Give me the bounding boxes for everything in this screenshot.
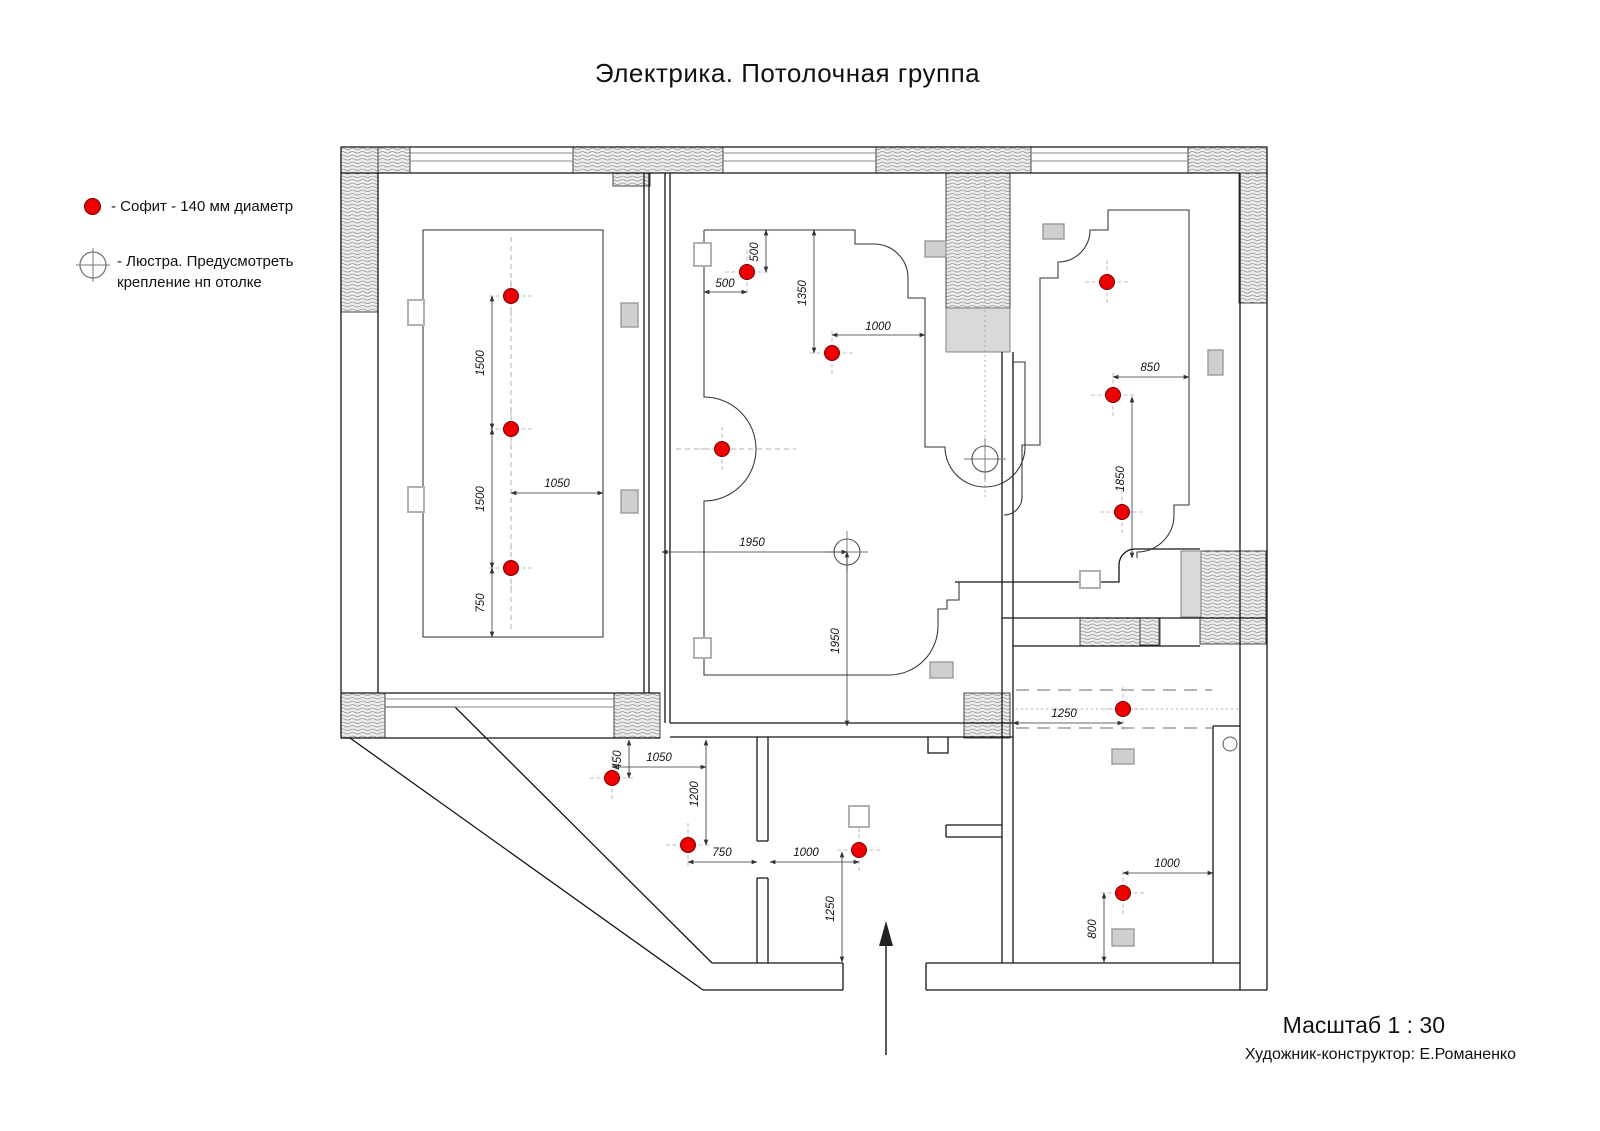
dimension: 500 — [749, 229, 769, 273]
dimension-label: 850 — [1140, 362, 1160, 374]
dimension-label: 1000 — [1154, 858, 1180, 870]
spotlight — [489, 274, 533, 318]
dimension-label: 1500 — [475, 350, 487, 376]
dimension: 1200 — [689, 739, 709, 846]
dimension-label: 1050 — [544, 478, 570, 490]
dimension: 850 — [1112, 362, 1190, 380]
dimension: 1050 — [510, 478, 604, 496]
dimension: 1000 — [831, 321, 926, 338]
spotlight — [1100, 490, 1144, 534]
dimension: 1950 — [661, 537, 848, 555]
dimension: 1000 — [1122, 858, 1214, 876]
dimension-label: 500 — [749, 242, 761, 262]
dimension-label: 1000 — [865, 321, 891, 333]
dimension: 500 — [703, 278, 748, 295]
spotlight — [1085, 260, 1129, 304]
spotlight — [700, 427, 744, 471]
dimension: 1500 — [475, 295, 495, 430]
dimension-label: 1500 — [475, 486, 487, 512]
spotlight — [725, 250, 769, 294]
dimension-label: 1050 — [646, 752, 672, 764]
entrance-arrow — [879, 921, 893, 1055]
dimension: 1250 — [825, 851, 845, 963]
spotlight — [810, 331, 854, 375]
dimension: 1050 — [611, 752, 707, 770]
dimension-label: 1950 — [739, 537, 765, 549]
dimension: 450 — [612, 739, 632, 779]
dimension-label: 1850 — [1115, 466, 1127, 492]
ceiling-contours — [422, 209, 1190, 676]
spotlight — [837, 828, 881, 872]
concrete-fills — [945, 307, 1202, 618]
spotlight — [489, 546, 533, 590]
dimension-label: 800 — [1087, 919, 1099, 939]
legend-item-spotlight: - Софит - 140 мм диаметр — [75, 196, 365, 217]
dimension-label: 1350 — [797, 280, 809, 306]
spotlight — [666, 823, 710, 867]
dimension-label: 1250 — [1051, 708, 1077, 720]
dimension: 1000 — [769, 847, 860, 865]
dimension: 1950 — [830, 551, 850, 727]
dimension-label: 1200 — [689, 781, 701, 807]
legend-chandelier-label: - Люстра. Предусмотреть крепление нп ото… — [117, 253, 294, 291]
spotlight — [1101, 687, 1145, 731]
legend: - Софит - 140 мм диаметр - Люстра. Преду… — [75, 196, 365, 327]
author-label: Художник-конструктор: Е.Романенко — [1244, 1046, 1516, 1063]
window-lines — [385, 152, 1188, 708]
scale-label: Масштаб 1 : 30 — [1282, 1012, 1445, 1038]
legend-item-chandelier: - Люстра. Предусмотреть крепление нп ото… — [75, 248, 365, 293]
lights-layer — [489, 250, 1145, 915]
dimension-label: 1950 — [830, 628, 842, 654]
dimension-label: 500 — [715, 278, 735, 290]
dimensions-layer: 1500 1500 750 1050 500 500 1350 1000 1950 1950 850… — [475, 229, 1214, 963]
spotlight — [1101, 871, 1145, 915]
dimension: 750 — [475, 567, 495, 638]
wall-hatch-piers — [340, 146, 1268, 739]
chandelier-symbol — [964, 438, 1006, 480]
chandelier-icon — [75, 247, 111, 287]
door-knob-icon — [1222, 736, 1238, 752]
dimension-label: 1250 — [825, 896, 837, 922]
page-title: Электрика. Потолочная группа — [594, 58, 981, 88]
dimension-label: 750 — [712, 847, 732, 859]
dimension: 750 — [687, 847, 758, 865]
dimension: 1350 — [797, 229, 817, 354]
spotlight — [1091, 373, 1135, 417]
dimension: 1850 — [1115, 396, 1135, 559]
spotlight-icon — [84, 198, 101, 215]
dimension: 1250 — [1012, 708, 1124, 726]
walls — [340, 146, 1268, 991]
dimension-label: 1000 — [793, 847, 819, 859]
wall-fixtures — [407, 223, 1224, 947]
dimension: 1500 — [475, 428, 495, 569]
spotlight — [590, 756, 634, 800]
legend-spotlight-label: - Софит - 140 мм диаметр — [111, 198, 294, 215]
dimension-label: 750 — [475, 593, 487, 613]
dimension-label: 450 — [612, 750, 624, 770]
spotlight — [489, 407, 533, 451]
dimension: 800 — [1087, 892, 1107, 963]
